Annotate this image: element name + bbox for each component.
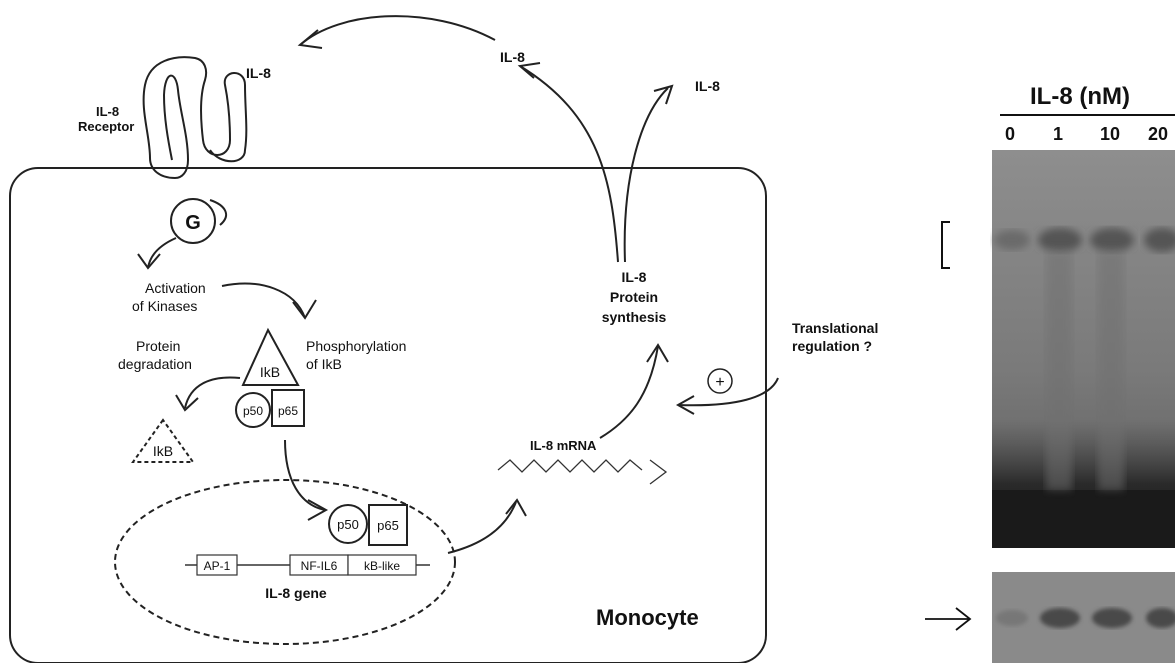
- synthesis-line2: Protein: [610, 289, 658, 305]
- gel-lower-band-lane-3: [1146, 608, 1175, 628]
- gel-lane-1: 1: [1053, 124, 1063, 144]
- gel-lower-band-lane-2: [1092, 608, 1132, 628]
- translocation-arrow: [284, 439, 326, 511]
- gene-label: IL-8 gene: [265, 585, 327, 601]
- translocation-arrowhead: [307, 499, 329, 521]
- p65-square: [271, 389, 305, 427]
- ligand-label: IL-8: [246, 65, 271, 81]
- nuclear-p50-circle: [328, 504, 368, 544]
- gel-bracket: [941, 221, 950, 269]
- gel-lower-band-lane-1: [1040, 608, 1080, 628]
- activation-line1: Activation: [145, 280, 206, 296]
- gel-lower-panel: [992, 572, 1175, 663]
- g-to-kinases-arrowhead: [137, 253, 161, 270]
- gel-main-panel: [992, 150, 1175, 548]
- degradation-arrowhead: [175, 394, 199, 412]
- gel-lane-3: 20: [1148, 124, 1168, 144]
- transcription-arrow: [447, 501, 517, 554]
- ikb-degraded-label: IkB: [153, 443, 173, 459]
- synthesis-line1: IL-8: [622, 269, 647, 285]
- mrna-wave: [497, 459, 643, 473]
- nuclear-p65-square: [368, 504, 408, 546]
- synthesis-line3: synthesis: [602, 309, 667, 325]
- secretion-arrow-right: [623, 87, 669, 263]
- phosphorylation-line1: Phosphorylation: [306, 338, 406, 354]
- gel-band-lane-1: [1038, 228, 1082, 252]
- gel-lane-0: 0: [1005, 124, 1015, 144]
- translational-arrow: [677, 377, 779, 407]
- activation-line2: of Kinases: [132, 298, 197, 314]
- kinases-to-phospho-arrow: [221, 282, 306, 319]
- monocyte-cell: [9, 167, 767, 664]
- nuclear-p65-label: p65: [377, 518, 399, 533]
- p50-label: p50: [243, 404, 263, 418]
- il8-receptor: [142, 56, 248, 180]
- kb-box: [347, 554, 417, 576]
- translational-line1: Translational: [792, 320, 878, 336]
- degradation-line2: degradation: [118, 356, 192, 372]
- p50-circle: [235, 392, 271, 428]
- feedback-arrowhead: [297, 29, 323, 49]
- gel-pointer-arrow: [925, 607, 972, 631]
- nucleus: [114, 479, 456, 645]
- gel-band-lane-0: [994, 230, 1030, 250]
- mrna-to-protein-arrow: [599, 345, 659, 439]
- cell-label: Monocyte: [596, 605, 699, 630]
- mrna-label: IL-8 mRNA: [530, 438, 597, 453]
- mrna-to-protein-arrowhead: [646, 343, 669, 363]
- plus-sign: +: [715, 374, 724, 391]
- transcription-arrowhead: [505, 498, 527, 517]
- p65-label: p65: [278, 404, 298, 418]
- kb-label: kB-like: [364, 559, 400, 573]
- degradation-arrow: [184, 376, 241, 409]
- ikb-triangle: [241, 327, 300, 386]
- ap1-box: [196, 554, 238, 576]
- ap1-label: AP-1: [204, 559, 231, 573]
- receptor-label-line1: IL-8: [96, 104, 119, 119]
- mrna-arrowhead: [649, 459, 668, 485]
- nfil6-label: NF-IL6: [301, 559, 338, 573]
- g-protein: [170, 198, 216, 244]
- gel-band-lane-2: [1090, 228, 1134, 252]
- gel-band-lane-3: [1144, 228, 1175, 252]
- ikb-label: IkB: [260, 364, 280, 380]
- secretion-arrowhead-left: [517, 62, 541, 79]
- plus-circle: [707, 368, 733, 394]
- gel-lane-2: 10: [1100, 124, 1120, 144]
- translational-line2: regulation ?: [792, 338, 872, 354]
- secretion-arrow-left: [519, 65, 619, 263]
- degradation-line1: Protein: [136, 338, 180, 354]
- secretion-arrowhead-right: [653, 84, 674, 105]
- g-protein-label: G: [185, 212, 201, 234]
- g-to-kinases-arrow: [147, 237, 177, 269]
- feedback-arrow: [299, 15, 496, 46]
- nuclear-p50-label: p50: [337, 517, 359, 532]
- kinases-to-phospho-arrowhead: [292, 299, 317, 320]
- phosphorylation-line2: of IkB: [306, 356, 342, 372]
- receptor-label-line2: Receptor: [78, 119, 134, 134]
- receptor-tail: [209, 199, 228, 226]
- secreted-il8-label-1: IL-8: [500, 49, 525, 65]
- gel-header: IL-8 (nM): [1030, 83, 1130, 110]
- secreted-il8-label-2: IL-8: [695, 78, 720, 94]
- translational-arrowhead: [675, 395, 695, 415]
